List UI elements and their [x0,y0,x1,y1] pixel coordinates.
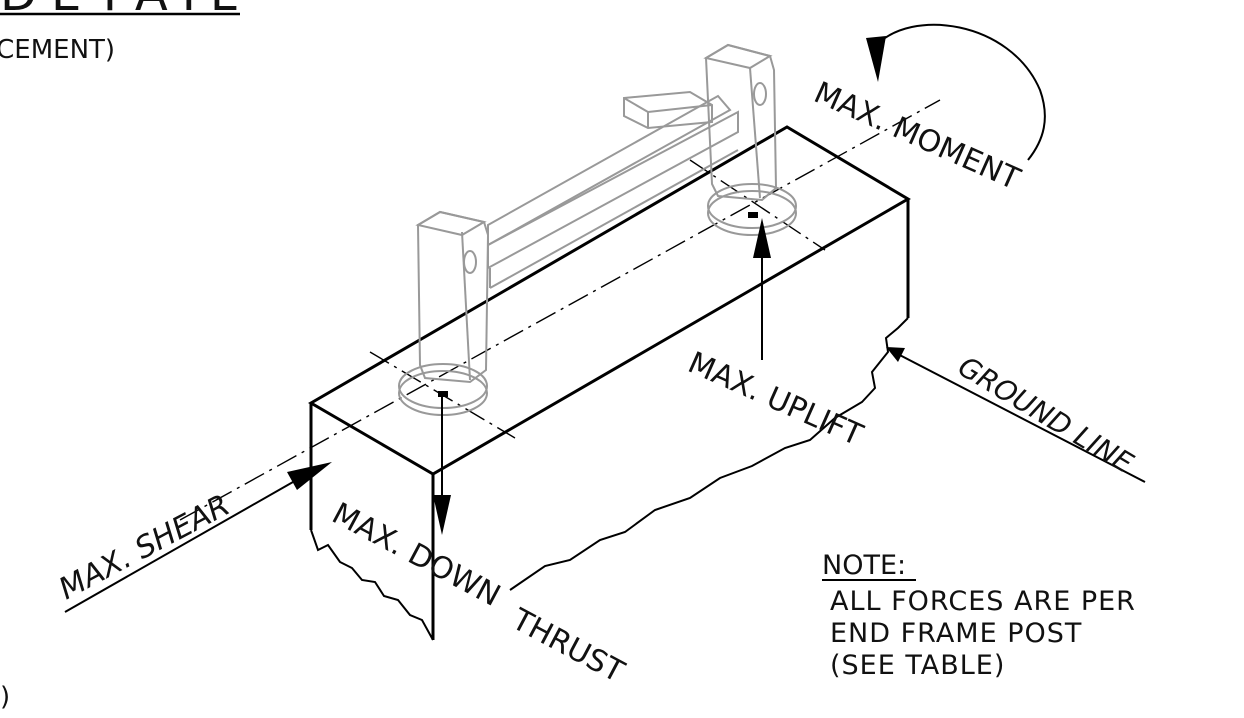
title-subtitle: (CEMENT) [0,35,115,65]
uplift-arrow [753,218,771,360]
right-force-point [748,212,758,218]
right-base-plate-rim [707,190,797,236]
main-centerline [179,99,941,521]
concrete-block [308,125,911,641]
moment-arrowhead [866,36,886,82]
down-thrust-arrowhead [433,495,451,535]
broken-line-front [509,317,909,591]
shear-arrow [64,462,332,613]
ground-line-arrowhead [886,347,905,362]
note-line-3: (SEE TABLE) [830,650,1005,681]
stub-arm-edge [647,104,713,113]
uplift-arrowhead [753,218,771,258]
thrust-label: THRUST [505,602,630,691]
stub-arm-edge-3 [623,97,649,113]
bottom-fragment: ) [0,682,10,712]
right-post-bolt-hole [753,82,767,106]
moment-arrow [866,23,1046,161]
shear-arrowhead [287,462,332,490]
note-heading: NOTE: [822,550,906,581]
left-post-top [415,210,487,237]
right-post-edge [749,67,761,199]
right-post-top [703,43,773,70]
lower-tube-edge [489,149,739,289]
end-frame [398,43,797,416]
note-line-2: END FRAME POST [830,618,1082,649]
left-post-edge [461,231,471,381]
detail-title: DETAIL [0,0,251,22]
max-shear-label: MAX. SHEAR [53,488,235,607]
down-thrust-arrow [433,397,451,535]
note-line-1: ALL FORCES ARE PER [830,586,1136,617]
left-force-point [438,391,448,397]
ground-line-arrow [886,347,1146,483]
right-base-plate [707,183,797,229]
broken-line-left [310,529,434,641]
note-block: NOTE: ALL FORCES ARE PER END FRAME POST … [822,550,1136,681]
max-uplift-label: MAX. UPLIFT [683,345,868,453]
ground-line-label: GROUND LINE [952,350,1139,480]
max-down-label: MAX. DOWN [326,496,506,614]
stub-arm [623,90,713,130]
right-post-crossline [689,159,826,251]
left-post-bolt-hole [463,250,477,274]
